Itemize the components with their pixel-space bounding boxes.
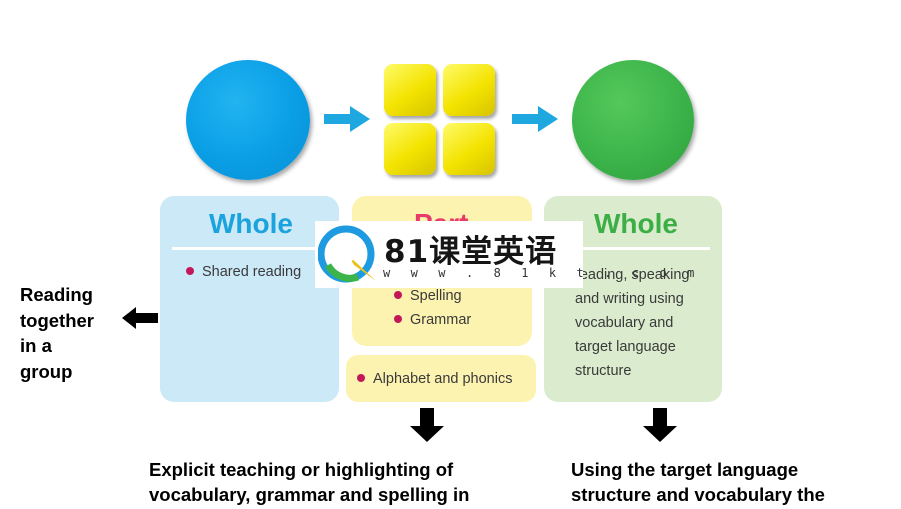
arrow-left-icon bbox=[122, 307, 158, 329]
part-square bbox=[443, 123, 495, 175]
bullet-dot bbox=[394, 291, 402, 300]
caption-middle: Explicit teaching or highlighting of voc… bbox=[149, 459, 470, 505]
bullet-dot bbox=[357, 374, 365, 383]
arrow-down-icon bbox=[643, 408, 677, 442]
divider bbox=[172, 247, 328, 250]
logo-icon bbox=[318, 225, 376, 283]
divider bbox=[556, 247, 710, 250]
part-square bbox=[384, 123, 436, 175]
caption-right: Using the target language structure and … bbox=[571, 459, 825, 505]
list-item: Spelling bbox=[394, 288, 462, 304]
list-item: Grammar bbox=[394, 312, 471, 328]
whole-circle-green bbox=[572, 60, 694, 180]
arrow-right-icon bbox=[324, 106, 370, 132]
whole-circle-blue bbox=[186, 60, 310, 180]
part-square bbox=[443, 64, 495, 116]
panel-title-whole-right: Whole bbox=[594, 208, 678, 239]
whole-right-text: reading, speaking and writing using voca… bbox=[575, 267, 690, 379]
bullet-dot bbox=[186, 267, 194, 276]
part-square bbox=[384, 64, 436, 116]
side-label: Reading together in a group bbox=[20, 284, 94, 382]
list-item: Alphabet and phonics bbox=[357, 371, 512, 387]
part-extra-panel bbox=[346, 355, 536, 402]
list-item: Shared reading bbox=[186, 264, 301, 280]
panel-title-whole-left: Whole bbox=[209, 208, 293, 239]
arrow-down-icon bbox=[410, 408, 444, 442]
arrow-right-icon bbox=[512, 106, 558, 132]
watermark-url: w w w . 8 1 k t . c o m bbox=[383, 266, 701, 280]
watermark-title: 81课堂英语 bbox=[384, 234, 558, 270]
bullet-dot bbox=[394, 315, 402, 324]
whole-panel-left bbox=[160, 196, 339, 402]
